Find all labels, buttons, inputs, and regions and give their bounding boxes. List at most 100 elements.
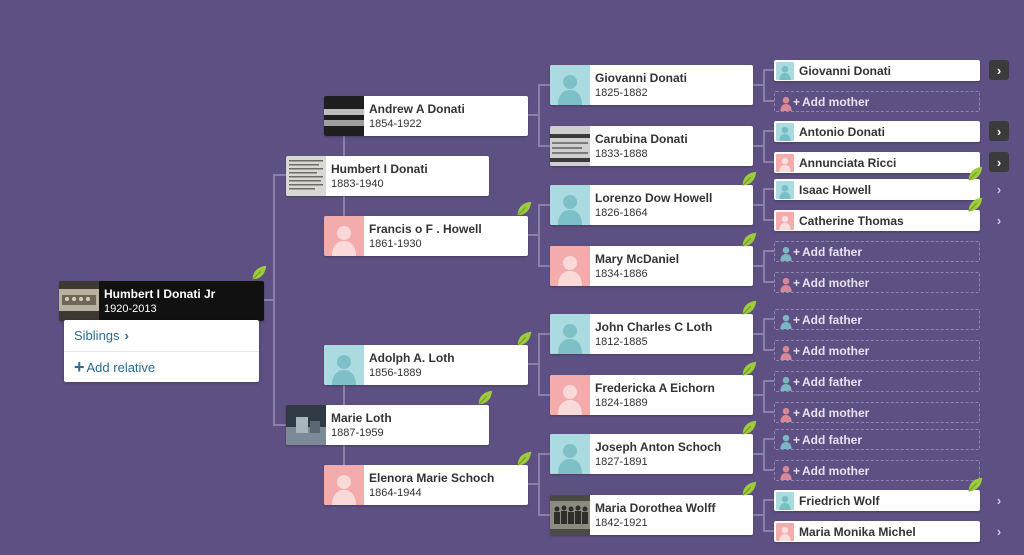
male-silhouette-icon xyxy=(776,122,794,141)
expand-tree-button[interactable]: › xyxy=(989,121,1009,141)
person-photo xyxy=(550,495,590,535)
person-card-father[interactable]: Humbert I Donati 1883-1940 xyxy=(286,156,489,196)
person-card-maternal-grandmother[interactable]: Elenora Marie Schoch 1864-1944 xyxy=(324,465,528,505)
siblings-link[interactable]: Siblings › xyxy=(74,328,129,343)
person-years: 1854-1922 xyxy=(369,118,422,130)
person-photo xyxy=(550,126,590,166)
person-card-gen4-15[interactable]: Friedrich Wolf xyxy=(774,490,980,511)
person-name: Maria Dorothea Wolff xyxy=(595,501,716,515)
record-hint-leaf-icon[interactable] xyxy=(740,299,758,317)
plus-icon: + xyxy=(793,463,801,478)
person-name: Carubina Donati xyxy=(595,132,688,146)
record-hint-leaf-icon[interactable] xyxy=(740,170,758,188)
person-years: 1833-1888 xyxy=(595,148,648,160)
person-card-gen3-4[interactable]: Mary McDaniel 1834-1886 xyxy=(550,246,753,286)
add-father-button[interactable]: + Add father xyxy=(774,309,980,330)
person-name: Antonio Donati xyxy=(799,124,885,139)
person-name: Annunciata Ricci xyxy=(799,155,897,170)
focus-person-card[interactable]: Humbert I Donati Jr 1920-2013 xyxy=(59,281,264,321)
chevron-right-icon: › xyxy=(996,492,1002,508)
add-mother-button[interactable]: + Add mother xyxy=(774,91,980,112)
record-hint-leaf-icon[interactable] xyxy=(740,419,758,437)
person-photo xyxy=(59,281,99,321)
record-hint-leaf-icon[interactable] xyxy=(966,196,984,214)
person-card-gen3-5[interactable]: John Charles C Loth 1812-1885 xyxy=(550,314,753,354)
record-hint-leaf-icon[interactable] xyxy=(740,231,758,249)
person-years: 1920-2013 xyxy=(104,303,157,315)
add-label: Add mother xyxy=(802,405,870,420)
add-mother-button[interactable]: + Add mother xyxy=(774,340,980,361)
expand-tree-button[interactable]: › xyxy=(989,210,1009,230)
add-label: Add father xyxy=(802,374,863,389)
person-years: 1834-1886 xyxy=(595,268,648,280)
add-label: Add mother xyxy=(802,275,870,290)
record-hint-leaf-icon[interactable] xyxy=(476,389,494,407)
plus-icon: + xyxy=(793,94,801,109)
record-hint-leaf-icon[interactable] xyxy=(966,476,984,494)
person-card-gen3-8[interactable]: Maria Dorothea Wolff 1842-1921 xyxy=(550,495,753,535)
person-card-gen4-4[interactable]: Annunciata Ricci xyxy=(774,152,980,173)
add-relative-button[interactable]: + Add relative xyxy=(64,351,259,382)
chevron-right-icon: › xyxy=(996,123,1002,139)
expand-tree-button[interactable]: › xyxy=(989,152,1009,172)
female-silhouette-icon xyxy=(777,93,795,111)
person-name: Maria Monika Michel xyxy=(799,524,916,539)
record-hint-leaf-icon[interactable] xyxy=(740,480,758,498)
person-card-gen3-7[interactable]: Joseph Anton Schoch 1827-1891 xyxy=(550,434,753,474)
person-card-mother[interactable]: Marie Loth 1887-1959 xyxy=(286,405,489,445)
chevron-right-icon: › xyxy=(996,154,1002,170)
female-silhouette-icon xyxy=(777,462,795,480)
add-label: Add father xyxy=(802,244,863,259)
person-card-gen4-5[interactable]: Isaac Howell xyxy=(774,179,980,200)
female-silhouette-icon xyxy=(550,246,590,286)
add-mother-button[interactable]: + Add mother xyxy=(774,272,980,293)
person-card-gen4-6[interactable]: Catherine Thomas xyxy=(774,210,980,231)
add-father-button[interactable]: + Add father xyxy=(774,241,980,262)
person-name: Humbert I Donati Jr xyxy=(104,287,216,301)
chevron-right-icon: › xyxy=(996,62,1002,78)
expand-tree-button[interactable]: › xyxy=(989,179,1009,199)
person-card-gen4-16[interactable]: Maria Monika Michel xyxy=(774,521,980,542)
person-card-gen3-6[interactable]: Fredericka A Eichorn 1824-1889 xyxy=(550,375,753,415)
female-silhouette-icon xyxy=(777,274,795,292)
person-card-gen3-2[interactable]: Carubina Donati 1833-1888 xyxy=(550,126,753,166)
add-mother-button[interactable]: + Add mother xyxy=(774,460,980,481)
record-hint-leaf-icon[interactable] xyxy=(515,450,533,468)
expand-tree-button[interactable]: › xyxy=(989,60,1009,80)
expand-tree-button[interactable]: › xyxy=(989,490,1009,510)
person-card-paternal-grandmother[interactable]: Francis o F . Howell 1861-1930 xyxy=(324,216,528,256)
female-silhouette-icon xyxy=(550,375,590,415)
person-card-gen3-3[interactable]: Lorenzo Dow Howell 1826-1864 xyxy=(550,185,753,225)
add-father-button[interactable]: + Add father xyxy=(774,429,980,450)
male-silhouette-icon xyxy=(777,311,795,329)
add-mother-button[interactable]: + Add mother xyxy=(774,402,980,423)
person-years: 1827-1891 xyxy=(595,456,648,468)
male-silhouette-icon xyxy=(776,180,794,199)
add-label: Add mother xyxy=(802,463,870,478)
record-hint-leaf-icon[interactable] xyxy=(515,330,533,348)
person-name: Mary McDaniel xyxy=(595,252,680,266)
person-card-gen3-1[interactable]: Giovanni Donati 1825-1882 xyxy=(550,65,753,105)
male-silhouette-icon xyxy=(776,491,794,510)
male-silhouette-icon xyxy=(550,65,590,105)
person-card-gen4-3[interactable]: Antonio Donati xyxy=(774,121,980,142)
person-name: Giovanni Donati xyxy=(595,71,688,85)
male-silhouette-icon xyxy=(777,431,795,449)
person-photo xyxy=(286,405,326,445)
person-years: 1887-1959 xyxy=(331,427,384,439)
record-hint-leaf-icon[interactable] xyxy=(966,165,984,183)
female-silhouette-icon xyxy=(776,522,794,541)
record-hint-leaf-icon[interactable] xyxy=(740,360,758,378)
add-father-button[interactable]: + Add father xyxy=(774,371,980,392)
person-card-gen4-1[interactable]: Giovanni Donati xyxy=(774,60,980,81)
person-years: 1861-1930 xyxy=(369,238,422,250)
add-label: Add father xyxy=(802,432,863,447)
expand-tree-button[interactable]: › xyxy=(989,521,1009,541)
person-name: Giovanni Donati xyxy=(799,63,892,78)
person-card-maternal-grandfather[interactable]: Adolph A. Loth 1856-1889 xyxy=(324,345,528,385)
person-name: Isaac Howell xyxy=(799,182,872,197)
person-years: 1864-1944 xyxy=(369,487,422,499)
record-hint-leaf-icon[interactable] xyxy=(515,200,533,218)
person-card-paternal-grandfather[interactable]: Andrew A Donati 1854-1922 xyxy=(324,96,528,136)
record-hint-leaf-icon[interactable] xyxy=(250,264,268,282)
